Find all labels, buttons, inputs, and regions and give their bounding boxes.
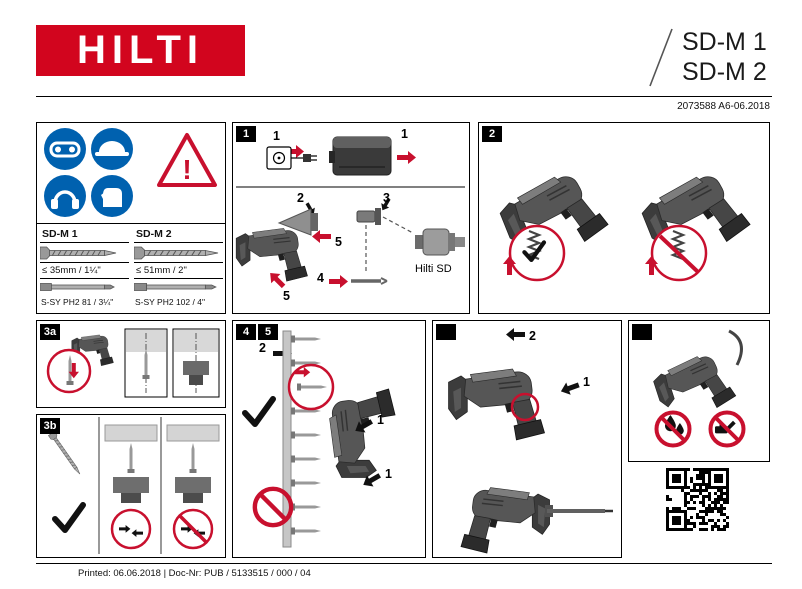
screw-illustration: [40, 246, 117, 260]
gloves-icon: [91, 175, 133, 217]
bit-illustration: [40, 283, 115, 291]
callout-magazine-2: 5: [283, 289, 290, 303]
panel-label: 1: [236, 126, 256, 142]
specs-divider: [37, 223, 225, 224]
bit-holder-illustration: [356, 208, 381, 225]
nosepiece-illustration: [277, 208, 318, 236]
magnifier-circle-wrong: [650, 224, 708, 282]
panel-1-parts: 1 1 1 2 3 4 5 5 Hilti SD: [232, 122, 470, 314]
spec-col-sdm2: SD-M 2 ≤ 51mm / 2" S-SY PH2 102 / 4": [131, 224, 225, 313]
panel-label-4: 4: [236, 324, 256, 340]
svg-text:!: !: [182, 154, 191, 185]
warning-triangle-icon: !: [157, 133, 217, 187]
panel-45-illustration: [233, 330, 396, 548]
qr-code: [666, 468, 729, 536]
footer-print-info: Printed: 06.06.2018 | Doc-Nr: PUB / 5133…: [78, 568, 311, 579]
spec-col-sdm1: SD-M 1 ≤ 35mm / 1¼" S-SY PH2 81 / 3¼": [37, 224, 131, 313]
panel-7-prohibitions: [628, 320, 770, 462]
callout-insert-2: 1: [385, 467, 392, 481]
magnifier-circle: [46, 348, 92, 394]
panel-2-illustration: [494, 164, 754, 282]
hose-illustration: [728, 329, 743, 366]
specs-table: SD-M 1 ≤ 35mm / 1¼" S-SY PH2 81 / 3¼" SD…: [37, 224, 225, 313]
tool-illustration: [447, 368, 546, 441]
callout-charger: 1: [273, 129, 280, 143]
panel-3b-driving: 3b: [36, 414, 226, 558]
panel-label: 3b: [40, 418, 60, 434]
doc-reference: 2073588 A6-06.2018: [677, 101, 770, 112]
cross-section-frame-2: [172, 328, 220, 398]
screw-illustration: [134, 246, 219, 260]
spec-max-length: ≤ 35mm / 1¼": [40, 262, 129, 279]
bit-illustration: [134, 283, 217, 291]
footer-rule: [36, 563, 772, 564]
panel-2-spring-check: 2: [478, 122, 770, 314]
check-icon: [55, 505, 83, 530]
magnifier-circle: [510, 392, 540, 422]
panel-6-illustration: [447, 328, 613, 554]
cross-section-frame-1: [124, 328, 168, 398]
hilti-sd-caption: Hilti SD: [415, 263, 452, 275]
product-title-sdm1: SD-M 1: [682, 28, 767, 56]
no-water-icon: [654, 410, 692, 448]
column-wrong-gap: [166, 424, 220, 550]
callout-strip: 2: [259, 341, 266, 355]
callout-insert: 1: [377, 413, 384, 427]
column-correct-gap: [104, 424, 158, 550]
spec-max-length: ≤ 51mm / 2": [134, 262, 223, 279]
spec-name: SD-M 2: [134, 226, 223, 243]
header-slash-icon: [649, 28, 673, 87]
charger-icon: [266, 146, 317, 170]
no-oil-icon: [708, 410, 746, 448]
panel-label: [436, 324, 456, 340]
callout-bit: 4: [317, 271, 324, 285]
safety-pictograms: !: [44, 128, 217, 217]
tool-illustration: [328, 388, 396, 479]
panel-3b-illustration: [48, 417, 220, 554]
panel-label: [632, 324, 652, 340]
callout-bitholder: 3: [383, 191, 390, 205]
screw-strip-illustration: [282, 330, 321, 548]
panel-1-illustration: [235, 136, 465, 291]
spec-screw-type: S-SY PH2 102 / 4": [135, 297, 205, 307]
callout-magazine: 5: [335, 235, 342, 249]
callout-trigger: 1: [583, 375, 590, 389]
panel-6-remove-magazine: 2 1: [432, 320, 622, 558]
panel-label: 2: [482, 126, 502, 142]
callout-release: 2: [529, 329, 536, 343]
helmet-icon: [91, 128, 133, 170]
product-titles: SD-M 1 SD-M 2: [682, 27, 767, 87]
magnifier-circle: [287, 363, 335, 411]
panel-3a-screw-position: 3a: [36, 320, 226, 408]
panel-3a-illustration: [46, 328, 220, 398]
panel-label: 3a: [40, 324, 60, 340]
magnifier-circle-ok: [508, 224, 566, 282]
hilti-logo: HILTI: [36, 25, 245, 76]
prohibition-slash: [658, 234, 700, 274]
panel-45-load-strip: 4 5 2 1 1: [232, 320, 426, 558]
spec-screw-type: S-SY PH2 81 / 3¼": [41, 297, 114, 307]
ear-protection-icon: [44, 175, 86, 217]
callout-battery: 1: [401, 127, 408, 141]
goggles-icon: [44, 128, 86, 170]
tool-with-bit-illustration: [460, 486, 613, 554]
prohibition-slash: [178, 514, 208, 544]
header-rule: [36, 96, 772, 97]
sd-chuck-illustration: [415, 228, 465, 256]
panel-label-5: 5: [258, 324, 278, 340]
panel-7-illustration: [649, 329, 746, 448]
bit-illustration: [351, 277, 388, 285]
check-icon: [245, 399, 273, 424]
battery-illustration: [329, 136, 392, 176]
safety-specs-panel: ! SD-M 1 ≤ 35mm / 1¼" S-SY PH2 81 / 3¼" …: [36, 122, 226, 314]
callout-nosepiece: 2: [297, 191, 304, 205]
spec-name: SD-M 1: [40, 226, 129, 243]
product-title-sdm2: SD-M 2: [682, 58, 767, 86]
screw-illustration: [48, 431, 84, 477]
